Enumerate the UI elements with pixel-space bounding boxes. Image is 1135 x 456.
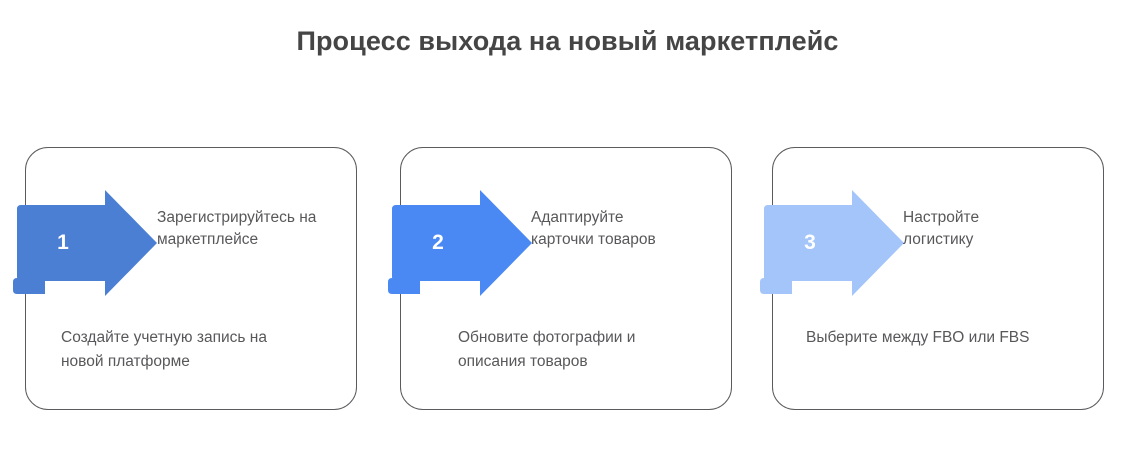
step-description-1: Создайте учетную запись на новой платфор…	[61, 329, 267, 370]
arrow-right-icon	[388, 190, 532, 296]
step-description-2: Обновите фотографии и описания товаров	[458, 329, 636, 370]
step-arrow-1: 1	[13, 190, 158, 296]
step-description-3: Выберите между FBO или FBS	[806, 329, 1030, 346]
step-title-3: Настройте логистику	[903, 209, 980, 248]
page-title: Процесс выхода на новый маркетплейс	[296, 26, 839, 56]
step-arrow-2: 2	[388, 190, 533, 296]
arrow-right-icon	[13, 190, 157, 296]
step-arrow-3: 3	[760, 190, 905, 296]
arrow-right-icon	[760, 190, 904, 296]
step-title-1: Зарегистрируйтесь на маркетплейсе	[157, 209, 317, 248]
step-title-2: Адаптируйте карточки товаров	[531, 209, 656, 248]
